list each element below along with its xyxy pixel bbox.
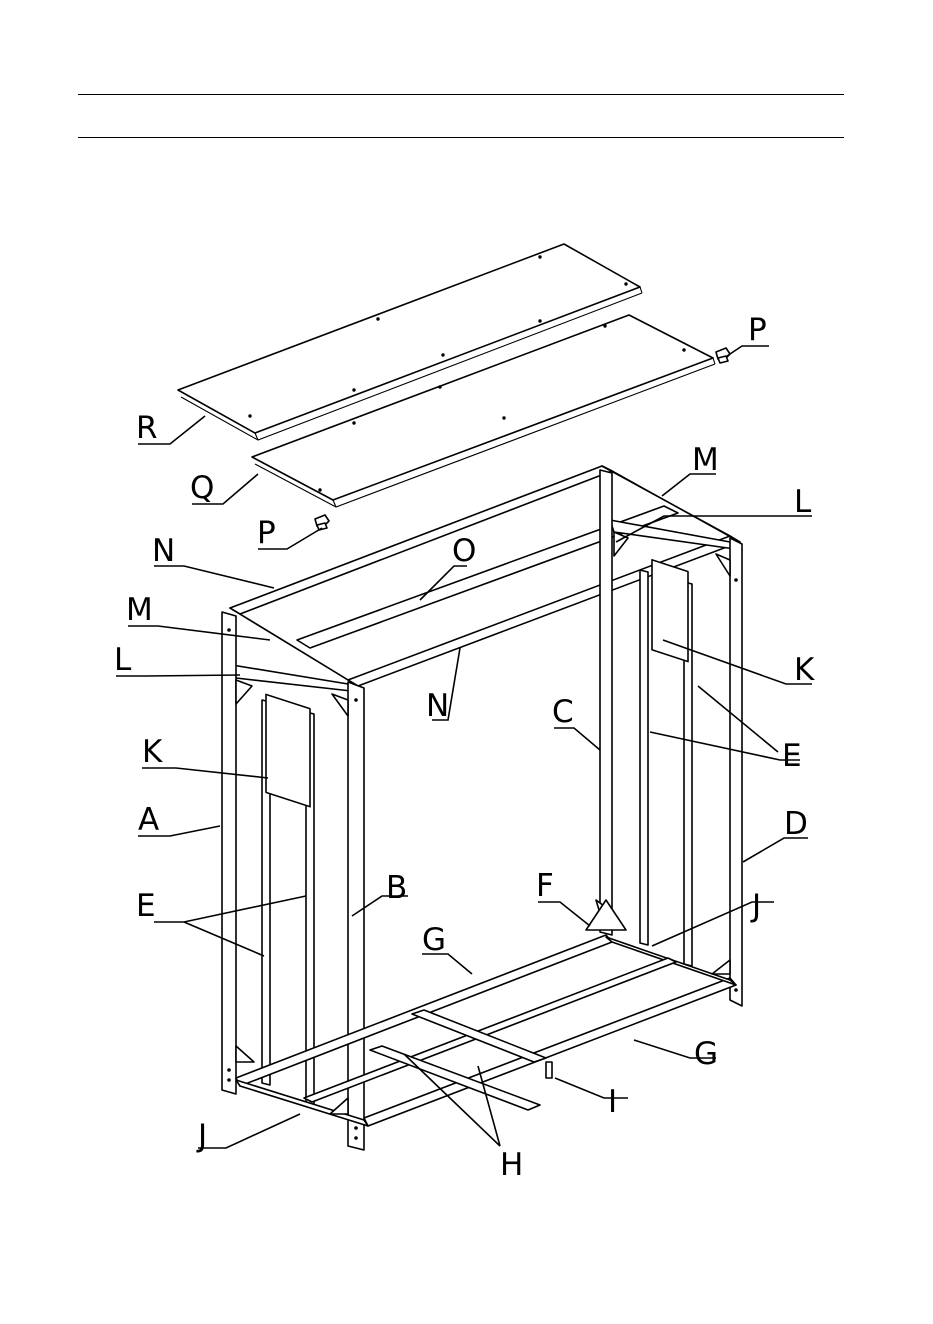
label-i: I: [608, 1084, 617, 1120]
label-e-right: E: [782, 738, 802, 774]
label-j-left: J: [196, 1118, 207, 1154]
pin-p-left: [315, 515, 329, 530]
label-g-right: G: [694, 1036, 718, 1072]
label-k-right: K: [794, 652, 815, 688]
label-n-mid: N: [426, 688, 449, 724]
label-l-right: L: [794, 484, 812, 520]
label-j-right: J: [750, 888, 761, 924]
label-q: Q: [190, 470, 214, 506]
frame: [222, 466, 742, 1150]
label-p-top: P: [748, 312, 767, 348]
label-o: O: [452, 533, 476, 569]
label-m-top: M: [692, 442, 719, 478]
label-l-left: L: [114, 642, 132, 678]
label-k-left: K: [142, 734, 163, 770]
label-d: D: [784, 806, 808, 842]
label-n-top: N: [152, 533, 175, 569]
label-a: A: [138, 802, 159, 838]
label-b: B: [386, 870, 407, 906]
label-e-left: E: [136, 888, 156, 924]
label-f: F: [536, 868, 554, 904]
label-m-left: M: [126, 592, 153, 628]
label-g-mid: G: [422, 922, 446, 958]
label-h: H: [500, 1147, 523, 1183]
label-c: C: [552, 694, 574, 730]
label-p-left: P: [257, 515, 276, 551]
label-r: R: [136, 410, 158, 446]
